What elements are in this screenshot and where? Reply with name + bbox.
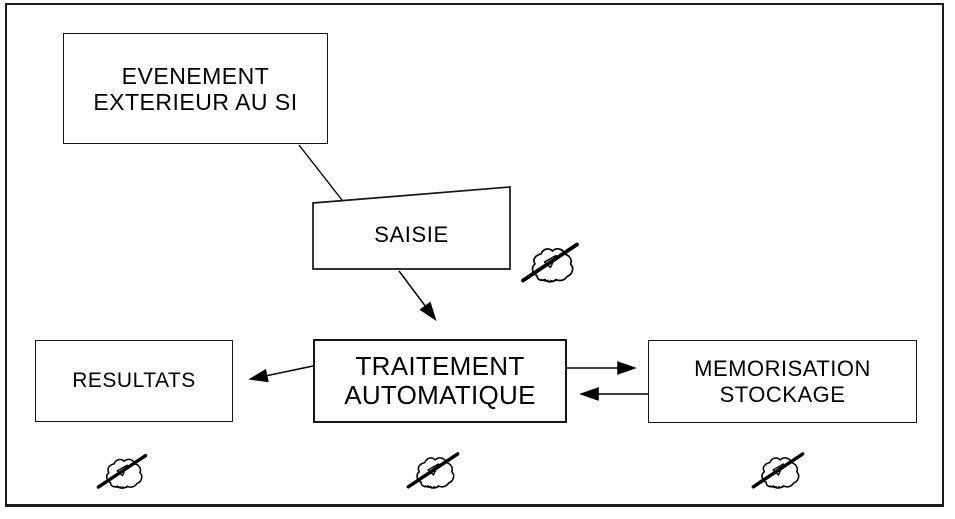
- node-resultats: RESULTATS: [35, 340, 233, 422]
- node-resultats-label: RESULTATS: [72, 369, 196, 392]
- node-evenement: EVENEMENT EXTERIEUR AU SI: [63, 33, 328, 144]
- node-memorisation-label: MEMORISATION STOCKAGE: [694, 355, 871, 407]
- node-memorisation: MEMORISATION STOCKAGE: [648, 340, 917, 423]
- node-saisie-shape: [312, 186, 511, 270]
- writing-hand-icon: [94, 448, 150, 492]
- edge-evenement-saisie: [298, 144, 343, 201]
- node-evenement-label: EVENEMENT EXTERIEUR AU SI: [93, 62, 298, 115]
- node-saisie: SAISIE: [313, 201, 510, 269]
- node-traitement-label: TRAITEMENT AUTOMATIQUE: [344, 351, 536, 410]
- edge-traitement-resultats: [248, 365, 314, 383]
- node-saisie-label: SAISIE: [374, 222, 449, 247]
- writing-hand-icon: [516, 238, 584, 284]
- node-traitement: TRAITEMENT AUTOMATIQUE: [313, 339, 567, 423]
- writing-hand-icon: [403, 448, 463, 490]
- edge-saisie-traitement: [398, 270, 437, 322]
- writing-hand-icon: [748, 448, 808, 490]
